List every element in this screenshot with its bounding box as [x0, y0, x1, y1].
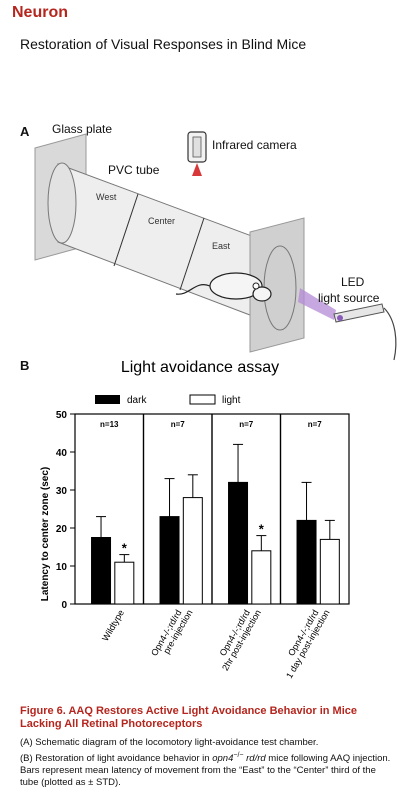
- figure-subtitle: Restoration of Visual Responses in Blind…: [20, 36, 307, 52]
- y-tick-label: 50: [56, 410, 68, 421]
- tube-west-end: [47, 162, 77, 244]
- panel-a-letter: A: [20, 124, 30, 139]
- panel-b-letter: B: [20, 358, 30, 373]
- significance-star: *: [259, 522, 265, 537]
- mouse-figure: [175, 272, 272, 302]
- bar-dark: [228, 481, 249, 605]
- bar-dark: [296, 519, 317, 605]
- light-beam: [298, 288, 336, 320]
- bar-light: [182, 497, 203, 605]
- group-n-label: n=7: [239, 420, 254, 429]
- bar-light: [251, 550, 272, 605]
- caption-line-b: (B) Restoration of light avoidance behav…: [20, 750, 395, 789]
- significance-star: *: [122, 541, 128, 556]
- y-axis-label: Latency to center zone (sec): [40, 467, 51, 601]
- y-tick-label: 20: [56, 524, 68, 535]
- label-led: LED: [341, 275, 365, 289]
- legend-dark-swatch: [95, 395, 120, 404]
- caption-b-part1: (B) Restoration of light avoidance behav…: [20, 753, 213, 765]
- tube-east-end: [263, 245, 297, 331]
- legend-light-swatch: [189, 394, 216, 405]
- caption-b-sup: −/−: [233, 752, 244, 759]
- caption-b-gene: opn4: [212, 753, 234, 765]
- figure-caption-title: Figure 6. AAQ Restores Active Light Avoi…: [20, 705, 358, 730]
- bar-light: [319, 538, 340, 605]
- infrared-camera: [187, 131, 207, 176]
- label-glass-plate: Glass plate: [52, 122, 113, 136]
- legend-light-label: light: [222, 395, 241, 406]
- label-east: East: [212, 241, 231, 251]
- bar-dark: [159, 516, 180, 605]
- caption-line-a: (A) Schematic diagram of the locomotory …: [20, 737, 319, 748]
- chart-title: Light avoidance assay: [121, 359, 279, 376]
- y-tick-label: 40: [56, 448, 68, 459]
- light-avoidance-chart: Light avoidance assay dark light Latency…: [40, 359, 350, 680]
- test-chamber-diagram: [34, 131, 397, 361]
- label-light-source: light source: [318, 291, 380, 305]
- label-pvc-tube: PVC tube: [108, 163, 160, 177]
- caption-b-strain: rd/rd: [243, 753, 266, 765]
- label-infrared-camera: Infrared camera: [212, 138, 297, 152]
- y-tick-label: 0: [61, 600, 67, 611]
- zone-divider-2: [179, 217, 205, 291]
- bar-light: [114, 561, 135, 605]
- group-n-label: n=7: [308, 420, 323, 429]
- zone-divider-1: [113, 193, 139, 267]
- journal-name: Neuron: [12, 4, 68, 21]
- caption-b-part2: mice following AAQ injection. Bars repre…: [20, 753, 391, 789]
- y-tick-label: 10: [56, 562, 68, 573]
- group-n-label: n=7: [171, 420, 186, 429]
- group-n-label: n=13: [100, 420, 119, 429]
- y-tick-label: 30: [56, 486, 68, 497]
- category-label: Wildtype: [100, 608, 126, 643]
- legend-dark-label: dark: [127, 395, 147, 406]
- label-center: Center: [148, 216, 176, 226]
- bar-dark: [91, 537, 112, 605]
- led-light-source: [333, 303, 397, 361]
- label-west: West: [96, 192, 117, 202]
